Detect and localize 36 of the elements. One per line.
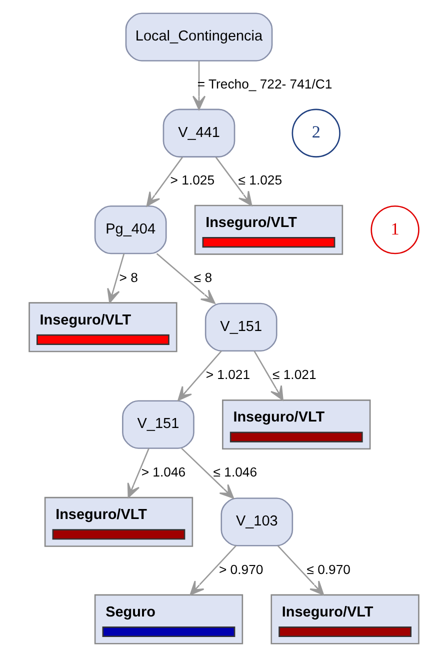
edge-label: = Trecho_ 722- 741/C1 (197, 76, 332, 92)
node-box: V_151 (122, 400, 194, 449)
edge-label: > 8 (119, 270, 138, 285)
arrow (156, 253, 216, 304)
edge-label: > 0.970 (218, 562, 264, 577)
node-box: Inseguro/VLT (270, 594, 420, 644)
node-box: V_151 (204, 302, 278, 352)
edge-label: ≤ 1.021 (272, 367, 316, 382)
edge-label: > 1.046 (141, 464, 186, 480)
arrow (181, 448, 234, 499)
node-box: Inseguro/VLT (44, 496, 194, 547)
node-box: Seguro (94, 594, 244, 644)
edge-label: ≤ 0.970 (306, 562, 350, 577)
node-box: V_441 (162, 108, 236, 158)
arrow (254, 350, 284, 401)
node-box: Inseguro/VLT (194, 204, 344, 255)
arrow (127, 448, 150, 498)
node-box: Inseguro/VLT (28, 302, 178, 352)
edge-label: > 1.025 (170, 172, 215, 188)
arrow (178, 350, 222, 401)
arrow (277, 545, 324, 596)
arrow (107, 253, 125, 304)
edge-label: ≤ 8 (194, 270, 212, 285)
label: 2 (312, 122, 320, 142)
label: 1 (390, 219, 400, 238)
arrow (192, 60, 206, 110)
node-box: Inseguro/VLT (222, 400, 371, 450)
node-box: Local_Contingencia (125, 12, 273, 62)
node-box: V_103 (220, 498, 294, 546)
arrow (146, 156, 183, 207)
node-box: Pg_404 (94, 205, 167, 254)
edge-label: > 1.021 (206, 367, 250, 382)
edge-label: ≤ 1.025 (238, 172, 282, 188)
arrow (190, 545, 236, 596)
edge-label: ≤ 1.046 (213, 464, 258, 480)
arrow (215, 156, 252, 206)
